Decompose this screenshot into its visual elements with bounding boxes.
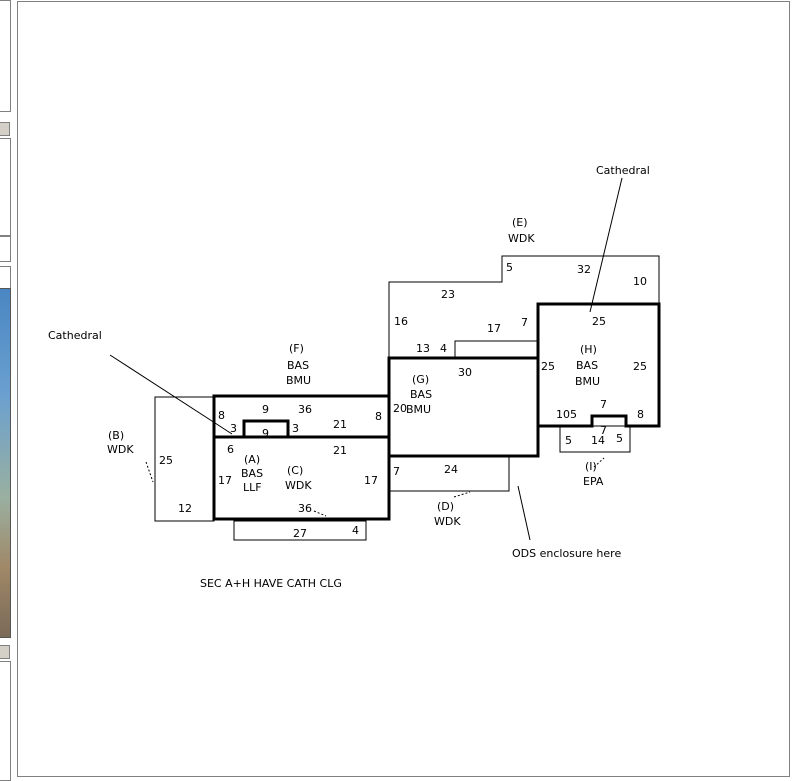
section-h-id: (H) xyxy=(580,343,597,356)
section-b-code: WDK xyxy=(107,443,134,456)
section-c-dim-leader xyxy=(313,510,327,517)
section-i-outline xyxy=(559,425,631,453)
dim-label: 9 xyxy=(262,403,269,416)
section-b-leader xyxy=(145,461,154,483)
dim-label: 30 xyxy=(458,366,472,379)
cathedral-right-leader xyxy=(589,177,623,313)
section-h-outline xyxy=(536,302,661,428)
dim-label: 25 xyxy=(633,360,647,373)
dim-label: 17 xyxy=(487,322,501,335)
dim-label: 17 xyxy=(218,474,232,487)
section-e-code: WDK xyxy=(508,232,535,245)
section-g-sub: BMU xyxy=(406,403,431,416)
dim-label: 20 xyxy=(393,402,407,415)
label-ods-enclosure: ODS enclosure here xyxy=(512,547,621,560)
dim-label: 5 xyxy=(616,432,623,445)
section-a-sub: LLF xyxy=(243,481,262,494)
section-i-id: (I) xyxy=(585,460,597,473)
dim-label: 14 xyxy=(591,434,605,447)
sketch-frame xyxy=(17,1,790,777)
section-d-leader xyxy=(453,491,471,498)
section-f-id: (F) xyxy=(289,342,304,355)
dim-label: 23 xyxy=(441,288,455,301)
strip-panel-top xyxy=(0,0,11,112)
dim-label: 4 xyxy=(440,342,447,355)
stoop-outline xyxy=(233,520,367,541)
dim-label: 8 xyxy=(218,409,225,422)
dim-label: 25 xyxy=(159,454,173,467)
dim-label: 8 xyxy=(375,410,382,423)
dim-label: 6 xyxy=(227,443,234,456)
section-b-outline xyxy=(154,396,215,522)
dim-label: 12 xyxy=(178,502,192,515)
dim-label: 7 xyxy=(600,424,607,437)
dim-label: 32 xyxy=(577,263,591,276)
dim-label: 9 xyxy=(262,427,269,440)
dim-label: 25 xyxy=(541,360,555,373)
dim-label: 7 xyxy=(393,465,400,478)
section-f-sub: BMU xyxy=(286,374,311,387)
dim-label: 10 xyxy=(633,275,647,288)
section-b-id: (B) xyxy=(108,429,124,442)
section-g-outline xyxy=(387,356,540,458)
section-d-id: (D) xyxy=(437,500,454,513)
dim-label: 105 xyxy=(556,408,577,421)
section-c-code: WDK xyxy=(285,479,312,492)
section-g-code: BAS xyxy=(410,388,432,401)
dim-label: 36 xyxy=(298,403,312,416)
dim-label: 25 xyxy=(592,315,606,328)
section-g-id: (G) xyxy=(412,373,429,386)
label-cathedral-right: Cathedral xyxy=(596,164,650,177)
dim-label: 21 xyxy=(333,444,347,457)
dim-label: 3 xyxy=(292,422,299,435)
strip-panel-tab[interactable] xyxy=(0,122,10,136)
dim-label: 7 xyxy=(600,398,607,411)
ods-leader xyxy=(517,485,531,541)
label-note: SEC A+H HAVE CATH CLG xyxy=(200,577,342,590)
dim-label: 8 xyxy=(637,408,644,421)
dim-label: 21 xyxy=(333,418,347,431)
dim-label: 13 xyxy=(416,342,430,355)
dim-label: 7 xyxy=(521,316,528,329)
dim-label: 4 xyxy=(352,524,359,537)
strip-panel-small xyxy=(0,236,11,262)
strip-panel-tab-bottom[interactable] xyxy=(0,645,10,659)
section-e-id: (E) xyxy=(512,216,528,229)
strip-panel-middle xyxy=(0,138,11,236)
dim-label: 3 xyxy=(230,422,237,435)
section-d-code: WDK xyxy=(434,515,461,528)
section-h-code: BAS xyxy=(576,359,598,372)
strip-photo[interactable] xyxy=(0,288,11,638)
section-f-code: BAS xyxy=(287,359,309,372)
dim-label: 5 xyxy=(565,434,572,447)
section-a-id: (A) xyxy=(244,453,260,466)
section-c-id: (C) xyxy=(287,464,303,477)
section-a-outline xyxy=(212,419,391,521)
dim-label: 24 xyxy=(444,463,458,476)
dim-label: 16 xyxy=(394,315,408,328)
dim-label: 5 xyxy=(506,261,513,274)
dim-label: 36 xyxy=(298,502,312,515)
section-a-code: BAS xyxy=(241,467,263,480)
dim-label: 17 xyxy=(364,474,378,487)
label-cathedral-left: Cathedral xyxy=(48,329,102,342)
dim-label: 27 xyxy=(293,527,307,540)
section-h-sub: BMU xyxy=(575,375,600,388)
cathedral-left-leader xyxy=(109,354,233,435)
section-i-code: EPA xyxy=(583,475,604,488)
